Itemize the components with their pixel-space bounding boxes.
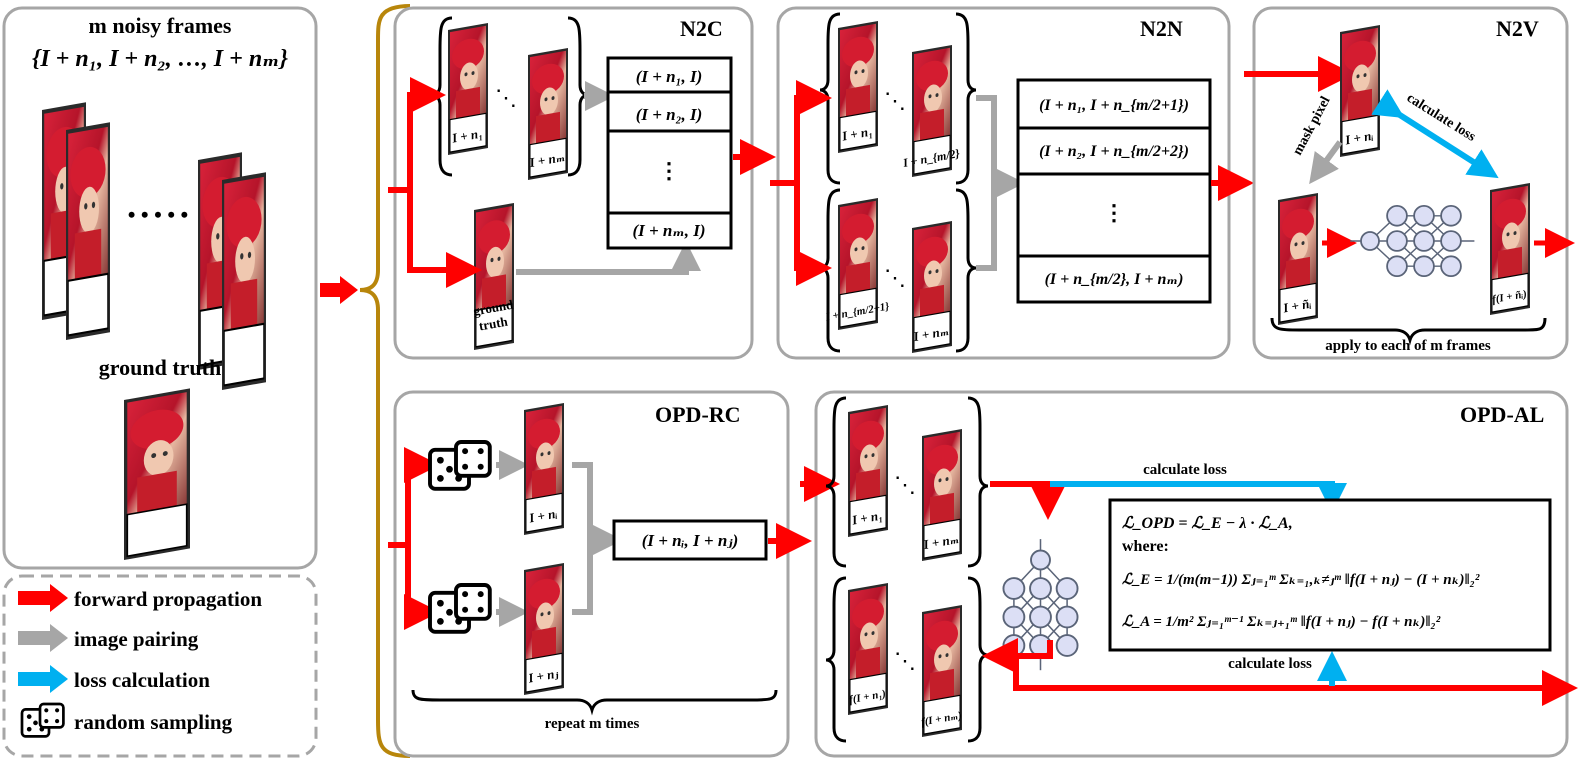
- opdrc-frame-i-label: I + nᵢ: [527, 506, 559, 526]
- opdal-network-icon: [1002, 538, 1079, 672]
- legend-loss-label: loss calculation: [74, 668, 210, 692]
- n2v-footer-brace: [1270, 317, 1547, 346]
- n2v-panel: [1252, 6, 1569, 360]
- blue-arrow-icon: [18, 665, 68, 693]
- n2c-forward-arrows: [388, 77, 482, 288]
- n2n-pair-dots: ⋮: [1103, 200, 1125, 225]
- n2c-pair-m: (I + nₘ, I): [632, 221, 705, 240]
- n2v-title: N2V: [1496, 16, 1539, 41]
- opdrc-pairing-arrows: [572, 462, 623, 615]
- opdal-formula-line3: ℒ_E = 1/(m(m−1)) Σⱼ₌₁ᵐ Σₖ₌₁,ₖ≠ⱼᵐ ‖f(I + …: [1122, 572, 1480, 588]
- opdrc-sample-arrows: [496, 450, 529, 627]
- n2n-ellipsis-bottom: ⋱: [884, 265, 906, 290]
- n2v-mask-label: mask pixel: [1290, 94, 1333, 158]
- main-forward-arrow: [320, 276, 358, 304]
- opdal-loss-label-bottom: calculate loss: [1228, 656, 1312, 672]
- n2c-pairing-arrows: [516, 81, 701, 275]
- n2v-output-label: f(I + ñᵢ): [1491, 288, 1528, 306]
- opdrc-frame-j-label: I + nⱼ: [526, 665, 560, 685]
- n2c-pair-dots: ⋮: [658, 158, 680, 183]
- n2n-pair-m: (I + n_{m/2}, I + nₘ): [1045, 271, 1184, 288]
- n2v-mask-arrow: [1309, 140, 1343, 185]
- n2c-pair-box: [606, 56, 733, 250]
- opdrc-panel: [393, 390, 790, 758]
- opdrc-pair: (I + nᵢ, I + nⱼ): [642, 531, 739, 550]
- opdal-forward-arrows: [982, 481, 1578, 706]
- opdal-ellipsis-bottom: ⋱: [894, 648, 916, 673]
- opdrc-footer-brace: [411, 689, 778, 716]
- n2n-forward-arrows: [770, 80, 832, 286]
- opdal-frame-m-label: I + nₘ: [921, 531, 960, 552]
- opdal-panel: [814, 390, 1569, 758]
- opdal-formula-box: [1108, 498, 1552, 652]
- opdal-formula-line1: ℒ_OPD = ℒ_E − λ · ℒ_A,: [1122, 515, 1293, 532]
- red-arrow-icon: [18, 584, 68, 612]
- ground-truth-image: [123, 387, 191, 561]
- noisy-frames-set: {I + n₁, I + n₂, …, I + nₘ}: [32, 46, 289, 72]
- n2n-frame-m-label: I + nₘ: [911, 323, 950, 344]
- opdrc-forward-arrows: [388, 447, 440, 630]
- dice-icon: [20, 702, 65, 738]
- n2c-gt-label-2: truth: [478, 314, 510, 334]
- legend-pairing-label: image pairing: [74, 627, 199, 651]
- n2v-footer: apply to each of m frames: [1325, 338, 1491, 354]
- n2n-pair-2: (I + n₂, I + n_{m/2+2}): [1039, 143, 1189, 160]
- n2n-title: N2N: [1140, 16, 1183, 41]
- n2c-panel: [393, 6, 754, 360]
- n2c-pair-2: (I + n₂, I): [636, 105, 703, 124]
- left-panel: [2, 6, 318, 570]
- n2c-frame-m-label: I + nₘ: [527, 149, 566, 170]
- opdrc-pair-box: [612, 519, 768, 561]
- n2n-pair-box: [1016, 78, 1212, 304]
- n2v-network-icon: [1349, 204, 1476, 278]
- legend-sampling-label: random sampling: [74, 710, 233, 734]
- opdrc-title: OPD-RC: [655, 402, 741, 427]
- n2v-loss-label: calculate loss: [1404, 91, 1479, 145]
- n2c-pair-1: (I + n₁, I): [636, 67, 703, 86]
- n2n-frame-1-label: I + n₁: [840, 124, 874, 144]
- ground-truth-title: ground truth: [99, 355, 221, 380]
- opdal-title: OPD-AL: [1460, 402, 1544, 427]
- opdal-loss-label-top: calculate loss: [1143, 462, 1227, 478]
- opdal-formula-line4: ℒ_A = 1/m² Σⱼ₌₁ᵐ⁻¹ Σₖ₌ⱼ₊₁ᵐ ‖f(I + nⱼ) − …: [1122, 614, 1441, 630]
- n2n-pair-1: (I + n₁, I + n_{m/2+1}): [1039, 97, 1189, 114]
- noisy-frame-stack-left: [40, 101, 112, 342]
- gray-arrow-icon: [18, 624, 68, 652]
- opdal-frame-1-label: I + n₁: [850, 508, 884, 528]
- n2v-loss-arrow: [1371, 89, 1499, 179]
- opdrc-dice-1-icon: [428, 440, 492, 491]
- opdal-loss-arrows: [1050, 481, 1347, 686]
- n2c-title: N2C: [680, 16, 723, 41]
- noisy-frames-title: m noisy frames: [89, 13, 232, 38]
- legend-forward-label: forward propagation: [74, 587, 262, 611]
- n2v-masked-label: I + ñᵢ: [1281, 296, 1313, 316]
- n2n-ellipsis-top: ⋱: [884, 88, 906, 113]
- n2v-frame-label: I + nᵢ: [1343, 128, 1375, 148]
- n2c-ellipsis: ⋱: [495, 85, 517, 110]
- n2c-gt-label-1: ground: [472, 297, 515, 319]
- opdal-formula-line2: where:: [1122, 538, 1169, 555]
- n2n-pairing-arrows: [976, 95, 1025, 271]
- opdal-ellipsis-top: ⋱: [894, 472, 916, 497]
- method-brace: [359, 4, 411, 758]
- n2c-frame-1-label: I + n₁: [450, 126, 484, 146]
- opdrc-footer: repeat m times: [545, 716, 640, 732]
- frame-ellipsis: • • • • •: [128, 202, 189, 227]
- opdrc-dice-2-icon: [428, 583, 492, 634]
- legend-box: [2, 574, 318, 758]
